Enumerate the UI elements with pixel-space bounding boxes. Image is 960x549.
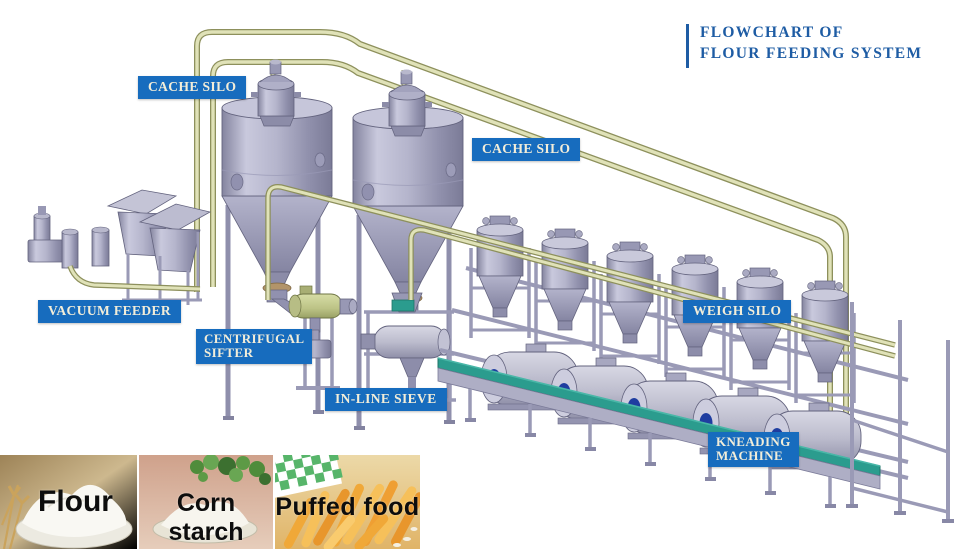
corn-starch-photo-art bbox=[139, 455, 273, 549]
starch-mound bbox=[161, 501, 249, 535]
in-line-sieve-unit bbox=[360, 292, 456, 402]
label-centrifugal-sifter: CENTRIFUGAL SIFTER bbox=[196, 329, 313, 364]
cache-silo-left bbox=[222, 60, 332, 421]
product-photo-strip: Flour Corn starch bbox=[0, 455, 420, 549]
photo-puffed-food-caption: Puffed food bbox=[275, 493, 420, 521]
vacuum-feeder-unit bbox=[27, 189, 212, 305]
photo-corn-starch-caption: Corn starch bbox=[168, 489, 244, 546]
title-line-2: FLOUR FEEDING SYSTEM bbox=[700, 45, 923, 62]
wheat-stalks bbox=[0, 484, 31, 549]
label-cache-silo-2: CACHE SILO bbox=[472, 138, 581, 161]
label-in-line-sieve: IN-LINE SIEVE bbox=[325, 388, 447, 411]
puffed-sticks bbox=[283, 480, 420, 549]
photo-corn-starch: Corn starch bbox=[139, 455, 273, 549]
pipes-lower-distribution bbox=[265, 183, 896, 359]
title-accent-bar bbox=[686, 24, 689, 68]
label-centrifugal-sifter-line2: SIFTER bbox=[204, 345, 254, 361]
label-weigh-silo: WEIGH SILO bbox=[683, 300, 792, 323]
label-kneading-machine-line1: KNEADING bbox=[716, 434, 791, 449]
flour-mound bbox=[22, 484, 127, 537]
label-vacuum-feeder: VACUUM FEEDER bbox=[38, 300, 182, 323]
title-line-1: FLOWCHART OF bbox=[700, 24, 844, 41]
label-kneading-machine-line2: MACHINE bbox=[716, 448, 784, 464]
label-kneading-machine: KNEADING MACHINE bbox=[708, 432, 799, 467]
right-support-frame bbox=[846, 302, 954, 523]
puffed-food-photo-art bbox=[275, 455, 420, 549]
rice-grains bbox=[393, 527, 418, 547]
checkered-cloth bbox=[275, 455, 343, 499]
flour-photo-art bbox=[0, 455, 137, 549]
label-centrifugal-sifter-line1: CENTRIFUGAL bbox=[204, 331, 305, 346]
photo-flour: Flour bbox=[0, 455, 137, 549]
photo-puffed-food: Puffed food bbox=[275, 455, 420, 549]
diagram-title: FLOWCHART OF FLOUR FEEDING SYSTEM bbox=[686, 22, 922, 68]
photo-flour-caption: Flour bbox=[38, 485, 113, 518]
green-plant bbox=[190, 455, 271, 485]
label-cache-silo-1: CACHE SILO bbox=[138, 76, 247, 99]
